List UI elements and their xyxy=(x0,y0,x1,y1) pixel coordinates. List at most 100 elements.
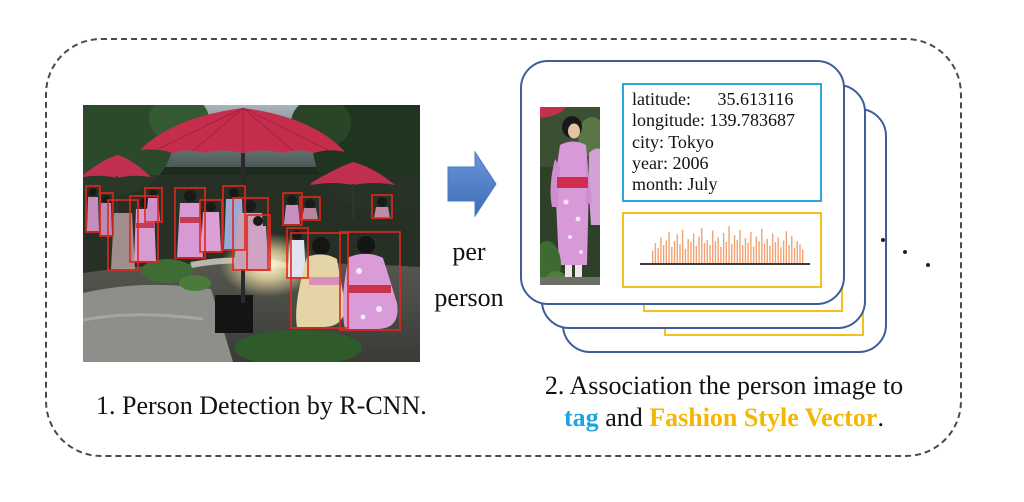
style-vector-bar xyxy=(692,233,695,264)
style-vector-bar xyxy=(695,245,698,264)
style-vector-bar xyxy=(739,229,741,264)
bush xyxy=(234,330,362,362)
style-vector-bar xyxy=(799,244,801,264)
and-word: and xyxy=(605,403,643,432)
style-vector-bar xyxy=(728,226,730,264)
style-vector-bar xyxy=(701,227,703,264)
style-vector-bar xyxy=(725,241,728,264)
style-vector-bar xyxy=(654,243,657,264)
style-vector-bar xyxy=(722,232,725,264)
red-umbrella-left xyxy=(83,155,151,178)
ellipsis-dot xyxy=(881,238,885,242)
detection-box xyxy=(99,192,114,237)
style-vector-bar xyxy=(671,246,673,264)
style-vector-bar xyxy=(769,245,771,264)
detection-box xyxy=(199,199,223,253)
fashion-style-vector-word: Fashion Style Vector xyxy=(649,403,878,432)
tag-line-longitude: longitude: 139.783687 xyxy=(632,110,820,131)
style-vector-bar xyxy=(706,240,708,264)
person-figure xyxy=(248,216,268,269)
style-vector-bar xyxy=(657,248,659,264)
style-vector-bar xyxy=(750,232,752,264)
detection-box xyxy=(246,214,271,271)
tag-key: year: xyxy=(632,152,668,173)
style-vector-bar xyxy=(802,249,804,264)
style-vector-bar xyxy=(763,243,766,264)
style-vector-bar xyxy=(788,245,790,264)
style-vector-bar xyxy=(684,248,687,264)
tag-key: latitude: xyxy=(632,89,691,109)
style-vector-bar xyxy=(673,241,676,264)
style-vector-bar xyxy=(652,250,654,264)
step2-caption: 2. Association the person image to tag a… xyxy=(519,370,929,434)
style-vector-bar xyxy=(665,240,668,264)
style-vector-bar xyxy=(747,242,749,264)
detection-photo-scene xyxy=(83,105,420,362)
step2-caption-line2: tag and Fashion Style Vector. xyxy=(519,402,929,434)
person-figure xyxy=(302,199,318,219)
gravel xyxy=(83,284,233,362)
red-umbrella-large xyxy=(140,108,345,153)
tag-key: month: xyxy=(632,174,684,195)
caption-period: . xyxy=(877,403,884,432)
style-vector-bar xyxy=(690,241,692,264)
detection-box xyxy=(371,194,393,219)
step1-caption: 1. Person Detection by R-CNN. xyxy=(96,391,427,420)
style-vector-bar xyxy=(766,238,768,264)
detection-box xyxy=(299,196,321,221)
style-vector-bar xyxy=(676,234,678,264)
person-thumbnail-image xyxy=(540,107,600,285)
person-figure xyxy=(177,190,203,257)
ellipsis-dot xyxy=(903,250,907,254)
right-arrow-icon xyxy=(447,151,497,217)
style-vector-bar xyxy=(660,237,662,264)
tag-value: July xyxy=(687,174,718,195)
style-vector-histogram xyxy=(640,226,810,265)
tag-value: 139.783687 xyxy=(709,110,796,131)
style-vector-bar xyxy=(752,246,755,264)
detection-box xyxy=(282,192,303,226)
person-figure xyxy=(284,195,300,224)
style-vector-bar xyxy=(662,245,665,264)
tag-line-month: month: July xyxy=(632,174,820,195)
style-vector-bar xyxy=(774,241,777,264)
style-vector-bar xyxy=(777,237,779,264)
style-vector-bar xyxy=(703,243,706,264)
dashed-frame xyxy=(45,38,962,457)
tag-word: tag xyxy=(564,403,599,432)
detection-photo xyxy=(83,105,420,362)
detection-box xyxy=(339,231,401,331)
arrow-label-person: person xyxy=(434,283,504,312)
style-vector-bar xyxy=(687,238,689,264)
tag-key: longitude: xyxy=(632,110,705,131)
style-vector-bar xyxy=(780,247,782,264)
tag-value: Tokyo xyxy=(668,131,714,152)
tag-box: latitude: 35.613116 longitude: 139.78368… xyxy=(622,83,822,202)
detection-box xyxy=(107,199,139,271)
style-vector-bar xyxy=(717,237,719,264)
style-vector-box xyxy=(622,212,822,288)
style-vector-bar xyxy=(714,241,717,264)
style-vector-bar xyxy=(679,244,681,264)
tag-line-city: city: Tokyo xyxy=(632,132,820,153)
detection-box xyxy=(222,185,246,251)
style-vector-bar xyxy=(668,231,670,264)
person-figure xyxy=(87,188,99,231)
detection-box xyxy=(290,232,349,329)
style-vector-bar xyxy=(712,230,714,264)
detection-box xyxy=(174,187,206,259)
style-vector-bar xyxy=(733,235,736,264)
style-vector-bar xyxy=(761,229,763,264)
detection-box xyxy=(144,187,163,223)
person-figure xyxy=(201,202,221,251)
person-figure xyxy=(374,197,390,218)
style-vector-bar xyxy=(682,229,684,264)
style-vector-bar xyxy=(758,241,760,264)
step2-caption-line1: 2. Association the person image to xyxy=(544,371,904,400)
style-vector-bar xyxy=(698,236,700,264)
style-vector-bar xyxy=(742,245,744,264)
ellipsis-dot xyxy=(926,263,930,267)
detection-box xyxy=(286,227,309,279)
style-vector-bar xyxy=(720,246,722,264)
